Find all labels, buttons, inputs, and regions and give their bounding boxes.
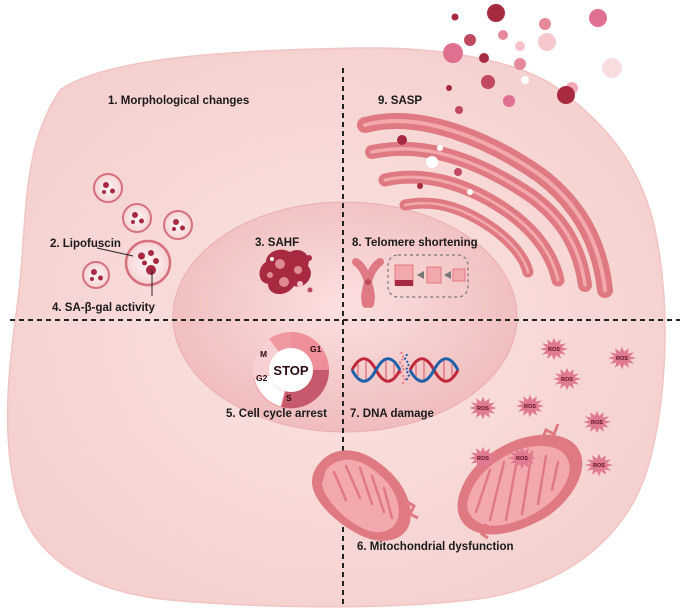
endoplasmic-reticulum	[357, 113, 613, 298]
label-dna-damage: 7. DNA damage	[350, 408, 434, 420]
ros-label: ROS	[593, 463, 605, 469]
ros-burst: ROS	[469, 396, 497, 420]
label-morphological-changes: 1. Morphological changes	[108, 95, 249, 107]
phase-g1: G1	[310, 344, 322, 354]
ros-burst: ROS	[508, 446, 536, 470]
phase-m: M	[260, 349, 267, 359]
telomere-stages	[394, 264, 466, 286]
er-vesicles	[397, 135, 473, 195]
ros-label: ROS	[561, 377, 573, 383]
phase-g2: G2	[256, 373, 268, 383]
label-mitochondrial-dysfunction: 6. Mitochondrial dysfunction	[357, 541, 514, 553]
label-sahf: 3. SAHF	[255, 237, 299, 249]
ros-burst: ROS	[608, 346, 636, 370]
ros-label: ROS	[616, 356, 628, 362]
cell-cycle-stop: STOP	[273, 363, 308, 378]
lipofuscin-pointer	[96, 247, 134, 257]
mitochondrion-left	[312, 450, 419, 541]
ros-burst: ROS	[553, 367, 581, 391]
ros-burst: ROS	[540, 337, 568, 361]
ros-burst: ROS	[585, 453, 613, 477]
telomere-box	[387, 254, 469, 298]
dna-helix	[350, 351, 460, 386]
cell-cycle-wheel	[252, 332, 330, 409]
sasp-particles	[435, 4, 622, 130]
ros-bursts: ROS ROS ROS ROS ROS ROS ROS ROS ROS	[469, 337, 636, 477]
ros-burst: ROS	[583, 410, 611, 434]
ros-label: ROS	[477, 456, 489, 462]
label-sa-beta-gal: 4. SA-β-gal activity	[52, 302, 155, 314]
ros-label: ROS	[477, 406, 489, 412]
ros-label: ROS	[591, 420, 603, 426]
lipofuscin-vesicles	[82, 173, 193, 289]
label-lipofuscin: 2. Lipofuscin	[50, 238, 121, 250]
label-telomere-shortening: 8. Telomere shortening	[352, 237, 478, 249]
ros-label: ROS	[548, 347, 560, 353]
label-sasp: 9. SASP	[378, 95, 422, 107]
ros-burst: ROS	[469, 446, 497, 470]
ros-label: ROS	[524, 404, 536, 410]
phase-s: S	[286, 393, 292, 403]
sahf-chromatin	[259, 249, 313, 295]
ros-label: ROS	[516, 456, 528, 462]
label-cell-cycle-arrest: 5. Cell cycle arrest	[226, 408, 327, 420]
chromosome	[352, 258, 384, 308]
ros-burst: ROS	[516, 394, 544, 418]
